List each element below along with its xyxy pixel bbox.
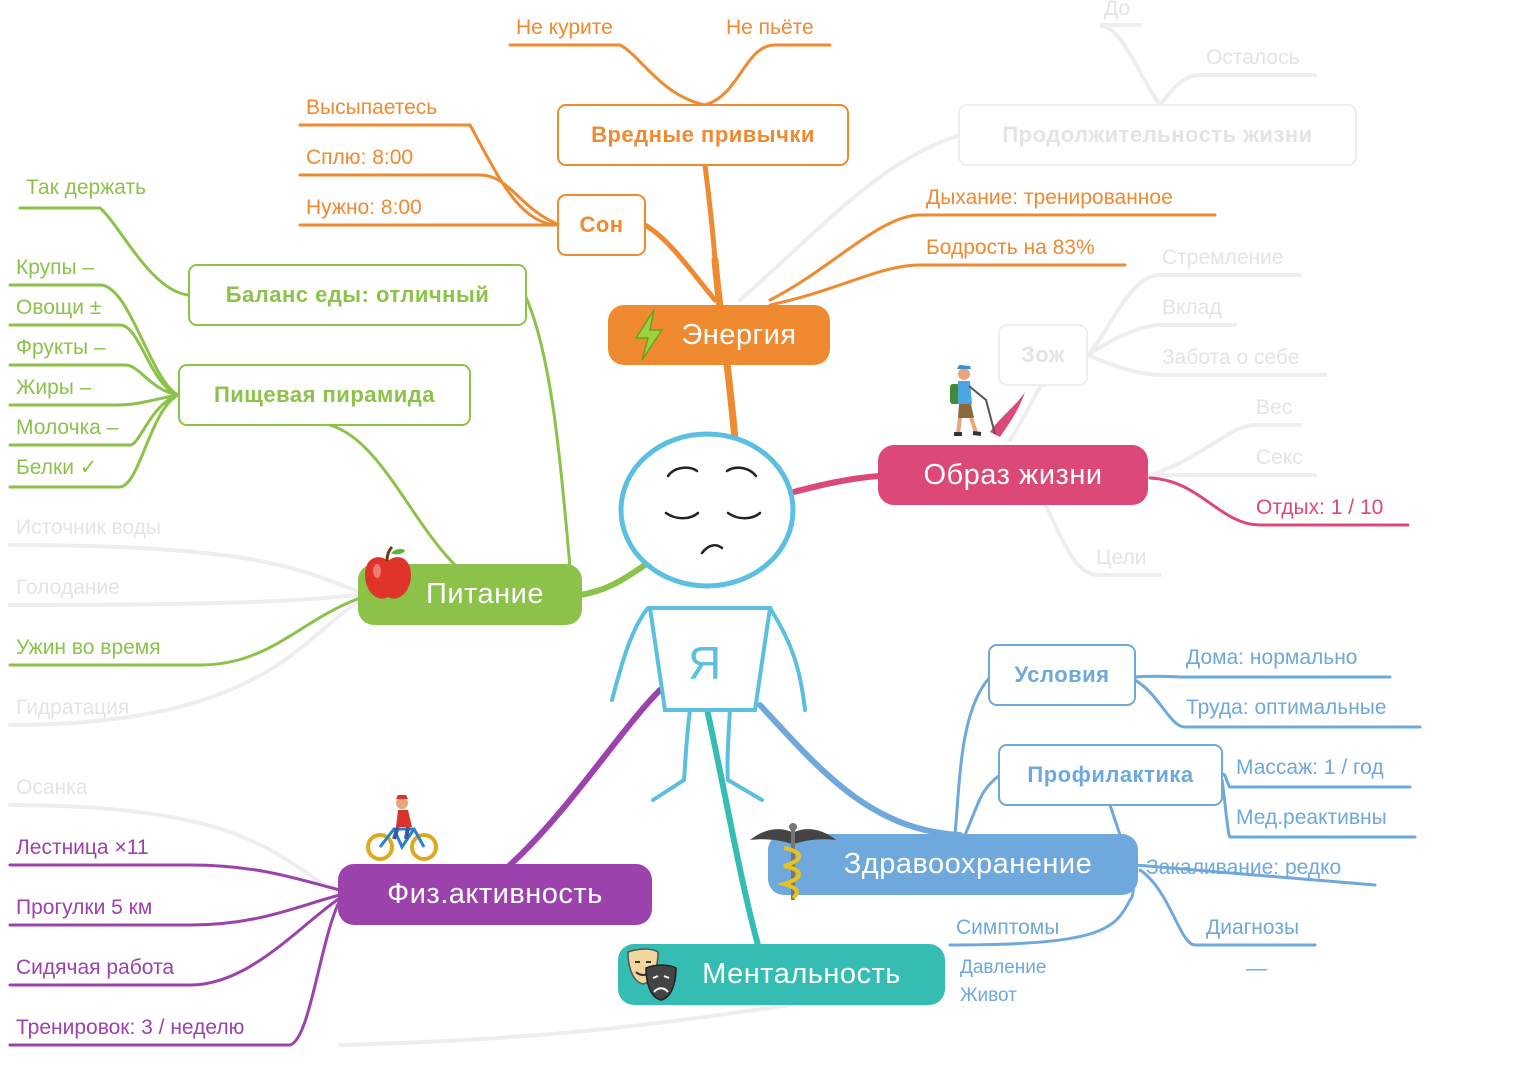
leaf-work: Труда: оптимальные bbox=[1186, 696, 1387, 719]
leaf-until: До bbox=[1104, 0, 1131, 20]
leaf-med-reactive: Мед.реактивны bbox=[1236, 806, 1387, 829]
leaf-workouts: Тренировок: 3 / неделю bbox=[16, 1016, 245, 1039]
leaf-fats: Жиры – bbox=[16, 376, 92, 399]
mental-node[interactable]: Ментальность bbox=[618, 944, 945, 1005]
leaf-sleep-hours: Сплю: 8:00 bbox=[306, 146, 414, 169]
leaf-symptoms: Симптомы bbox=[956, 916, 1060, 939]
leaf-massage: Массаж: 1 / год bbox=[1236, 756, 1384, 779]
leaf-fasting: Голодание bbox=[16, 576, 120, 599]
leaf-sleep-needed: Нужно: 8:00 bbox=[306, 196, 422, 219]
activity-node[interactable]: Физ.активность bbox=[338, 864, 652, 925]
theater-masks-icon bbox=[627, 948, 677, 1001]
health-node[interactable]: Здравоохранение bbox=[768, 834, 1138, 895]
conditions-node[interactable]: Условия bbox=[988, 644, 1136, 706]
food-balance-node[interactable]: Баланс еды: отличный bbox=[188, 264, 527, 326]
mental-title: Ментальность bbox=[702, 958, 901, 990]
leaf-no-smoking: Не курите bbox=[516, 16, 613, 39]
bad-habits-node[interactable]: Вредные привычки bbox=[557, 104, 849, 166]
leaf-keep-it-up: Так держать bbox=[26, 176, 147, 199]
apple-icon bbox=[365, 545, 411, 599]
center-label: Я bbox=[688, 637, 722, 689]
leaf-home: Дома: нормально bbox=[1186, 646, 1358, 669]
nutrition-title: Питание bbox=[426, 578, 544, 610]
leaf-rest: Отдых: 1 / 10 bbox=[1256, 496, 1384, 519]
leaf-water-source: Источник воды bbox=[16, 516, 161, 539]
leaf-self-care: Забота о себе bbox=[1162, 346, 1300, 369]
leaf-posture: Осанка bbox=[16, 776, 88, 799]
caduceus-icon bbox=[750, 823, 836, 900]
leaf-dinner: Ужин во время bbox=[16, 636, 161, 659]
leaf-sex: Секс bbox=[1256, 446, 1303, 469]
leaf-stomach: Живот bbox=[960, 985, 1017, 1006]
leaf-grains: Крупы – bbox=[16, 256, 95, 279]
leaf-fruits: Фрукты – bbox=[16, 336, 106, 359]
leaf-aspiration: Стремление bbox=[1162, 246, 1284, 269]
leaf-vigor: Бодрость на 83% bbox=[926, 236, 1095, 259]
prevention-node[interactable]: Профилактика bbox=[998, 744, 1223, 806]
leaf-hardening: Закаливание: редко bbox=[1146, 856, 1342, 879]
leaf-breathing: Дыхание: тренированное bbox=[926, 186, 1173, 209]
energy-title: Энергия bbox=[681, 318, 797, 351]
leaf-sleep-enough: Высыпаетесь bbox=[306, 96, 438, 119]
sleep-node[interactable]: Сон bbox=[557, 194, 646, 256]
leaf-diagnoses: Диагнозы bbox=[1206, 916, 1300, 939]
leaf-sedentary-work: Сидячая работа bbox=[16, 956, 175, 979]
life-expectancy-node[interactable]: Продолжительность жизни bbox=[958, 104, 1357, 166]
leaf-pressure: Давление bbox=[960, 957, 1047, 978]
zozh-node[interactable]: Зож bbox=[998, 324, 1088, 386]
leaf-diagnoses-value: — bbox=[1246, 957, 1267, 980]
leaf-weight: Вес bbox=[1256, 396, 1293, 419]
leaf-proteins: Белки ✓ bbox=[16, 456, 98, 479]
leaf-contribution: Вклад bbox=[1162, 296, 1222, 319]
health-title: Здравоохранение bbox=[843, 848, 1093, 880]
lightning-icon bbox=[634, 309, 664, 361]
leaf-walks: Прогулки 5 км bbox=[16, 896, 153, 919]
leaf-remaining: Осталось bbox=[1206, 46, 1300, 69]
food-pyramid-node[interactable]: Пищевая пирамида bbox=[178, 364, 471, 426]
hiker-icon bbox=[950, 365, 1025, 437]
lifestyle-node[interactable]: Образ жизни bbox=[878, 445, 1148, 505]
leaf-no-drinking: Не пьёте bbox=[726, 16, 814, 39]
cyclist-icon bbox=[366, 795, 438, 861]
leaf-dairy: Молочка – bbox=[16, 416, 119, 439]
leaf-hydration: Гидратация bbox=[16, 696, 130, 719]
leaf-stairs: Лестница ×11 bbox=[16, 836, 149, 859]
leaf-vegetables: Овощи ± bbox=[16, 296, 102, 319]
leaf-goals: Цели bbox=[1096, 546, 1147, 569]
